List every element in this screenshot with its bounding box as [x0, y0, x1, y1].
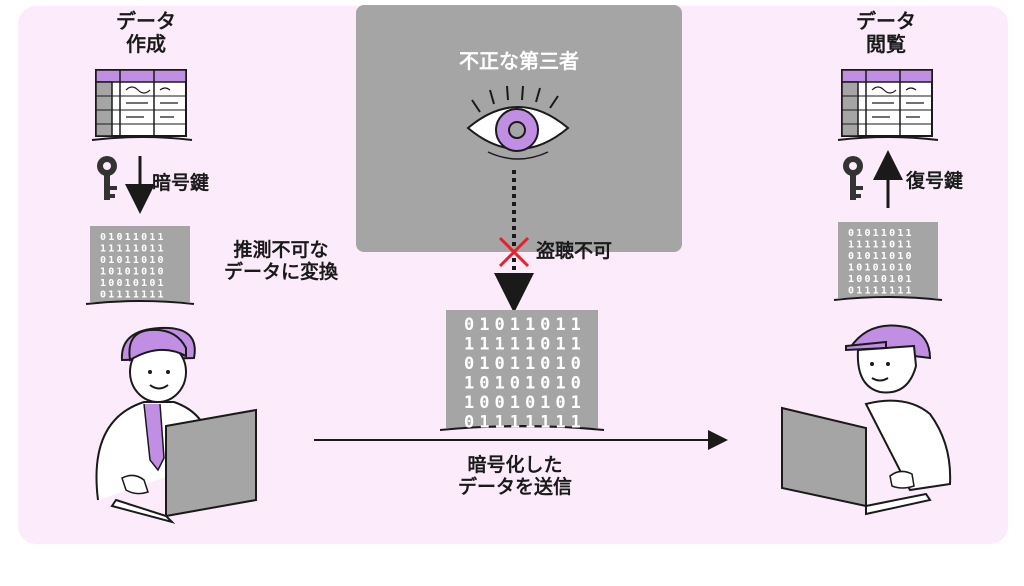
receiver-laptop-icon: [781, 406, 932, 516]
binary-row: 01011010: [464, 354, 586, 374]
sender-binary-document-icon: [85, 226, 195, 305]
binary-row: 01011010: [848, 251, 914, 262]
cross-icon: [498, 236, 530, 268]
binary-row: 10010101: [848, 274, 914, 285]
convert-label: 推測不可な データに変換: [208, 239, 354, 284]
binary-row: 10101010: [848, 263, 914, 274]
sender-binary-text: 0101101111111011010110101010101010010101…: [100, 232, 166, 301]
center-binary-document-icon: [439, 310, 605, 431]
binary-row: 01111111: [100, 290, 166, 301]
encryption-key-label: 暗号鍵: [152, 172, 210, 194]
transmission-label-line2: データを送信: [457, 475, 572, 498]
sender-title-line1: データ: [116, 9, 176, 33]
binary-row: 01011011: [848, 228, 914, 239]
eavesdrop-blocked-label: 盗聴不可: [536, 240, 613, 262]
receiver-key-icon: [843, 156, 863, 200]
sender-document-icon: [91, 69, 193, 141]
receiver-binary-text: 0101101111111011010110101010101010010101…: [848, 228, 914, 297]
sender-laptop-icon: [110, 408, 257, 524]
receiver-title-line2: 閲覧: [866, 32, 906, 56]
receiver-title: データ 閲覧: [836, 10, 936, 56]
transmission-label-line1: 暗号化した: [467, 454, 563, 476]
eye-icon: [466, 85, 570, 160]
binary-row: 01011011: [100, 232, 166, 243]
center-binary-text: 0101101111111011010110101010101010010101…: [464, 315, 586, 433]
binary-row: 01011011: [464, 315, 586, 335]
receiver-document-icon: [837, 69, 939, 141]
sender-title: データ 作成: [96, 10, 196, 56]
convert-label-line2: データに変換: [223, 260, 338, 283]
binary-row: 10010101: [100, 278, 166, 289]
transmission-label: 暗号化した データを送信: [440, 454, 590, 499]
binary-row: 01111111: [848, 286, 914, 297]
binary-row: 10101010: [100, 267, 166, 278]
binary-row: 11111011: [848, 240, 914, 251]
binary-row: 11111011: [464, 335, 586, 355]
binary-row: 10010101: [464, 393, 586, 413]
binary-row: 11111011: [100, 244, 166, 255]
binary-row: 10101010: [464, 374, 586, 394]
sender-key-icon: [97, 156, 117, 200]
receiver-binary-document-icon: [833, 222, 943, 301]
attacker-title: 不正な第三者: [459, 49, 579, 73]
binary-row: 01111111: [464, 413, 586, 433]
receiver-title-line1: データ: [856, 9, 916, 33]
binary-row: 01011010: [100, 255, 166, 266]
sender-title-line2: 作成: [126, 32, 166, 56]
convert-label-line1: 推測不可な: [233, 239, 329, 261]
decryption-key-label: 復号鍵: [906, 170, 964, 192]
receiver-person-icon: [845, 324, 952, 492]
